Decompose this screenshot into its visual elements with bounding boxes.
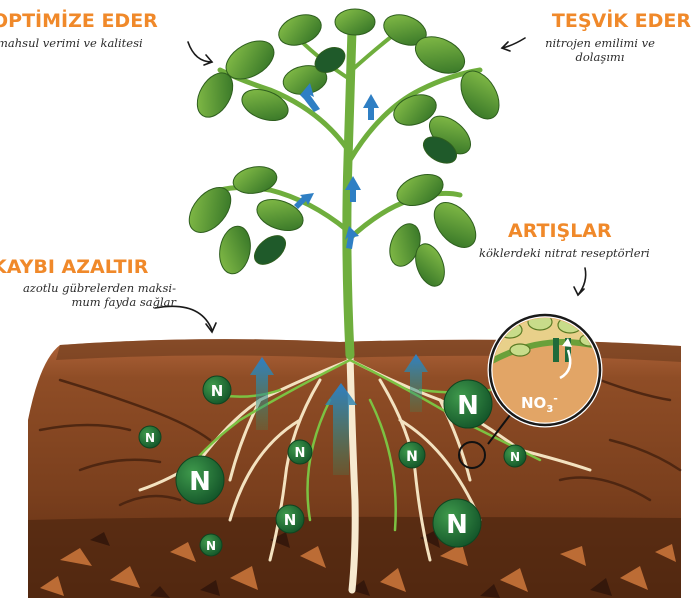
nitrogen-ball: N [288,440,312,464]
optimize-title: OPTİMİZE EDER [0,12,158,31]
reduce-description-line1: azotlu gübrelerden maksi- [0,281,176,295]
svg-text:N: N [406,449,418,465]
svg-text:N: N [211,382,224,400]
promote-title: TEŞVİK EDER [552,12,691,31]
promote-description-line1: nitrojen emilimi ve [532,36,668,50]
increase-description: köklerdeki nitrat reseptörleri [479,246,650,260]
nitrogen-ball: N [176,456,224,504]
nitrogen-ball: N [399,442,425,468]
nitrogen-ball: N [139,426,161,448]
svg-text:N: N [189,467,211,497]
svg-text:N: N [510,450,520,464]
promote-description-line2: dolaşımı [532,50,668,64]
svg-text:N: N [457,391,479,421]
svg-text:N: N [446,510,468,540]
reduce-description: azotlu gübrelerden maksi- mum fayda sağl… [0,281,176,309]
reduce-description-line2: mum fayda sağlar [0,295,176,309]
svg-text:N: N [284,511,297,529]
nitrogen-ball: N [444,380,492,428]
nitrogen-ball: N [433,499,481,547]
reduce-title: KAYBI AZALTIR [0,258,148,277]
svg-text:N: N [145,431,155,445]
optimize-description: mahsul verimi ve kalitesi [0,36,143,50]
svg-text:N: N [295,446,306,461]
nitrogen-ball: N [276,505,304,533]
nitrogen-ball: N [203,376,231,404]
nitrogen-ball: N [200,534,222,556]
svg-text:N: N [206,539,216,553]
nitrate-formula: NO3- [521,392,558,415]
increase-title: ARTIŞLAR [508,222,612,241]
promote-description: nitrojen emilimi ve dolaşımı [532,36,668,64]
nitrogen-ball: N [504,445,526,467]
